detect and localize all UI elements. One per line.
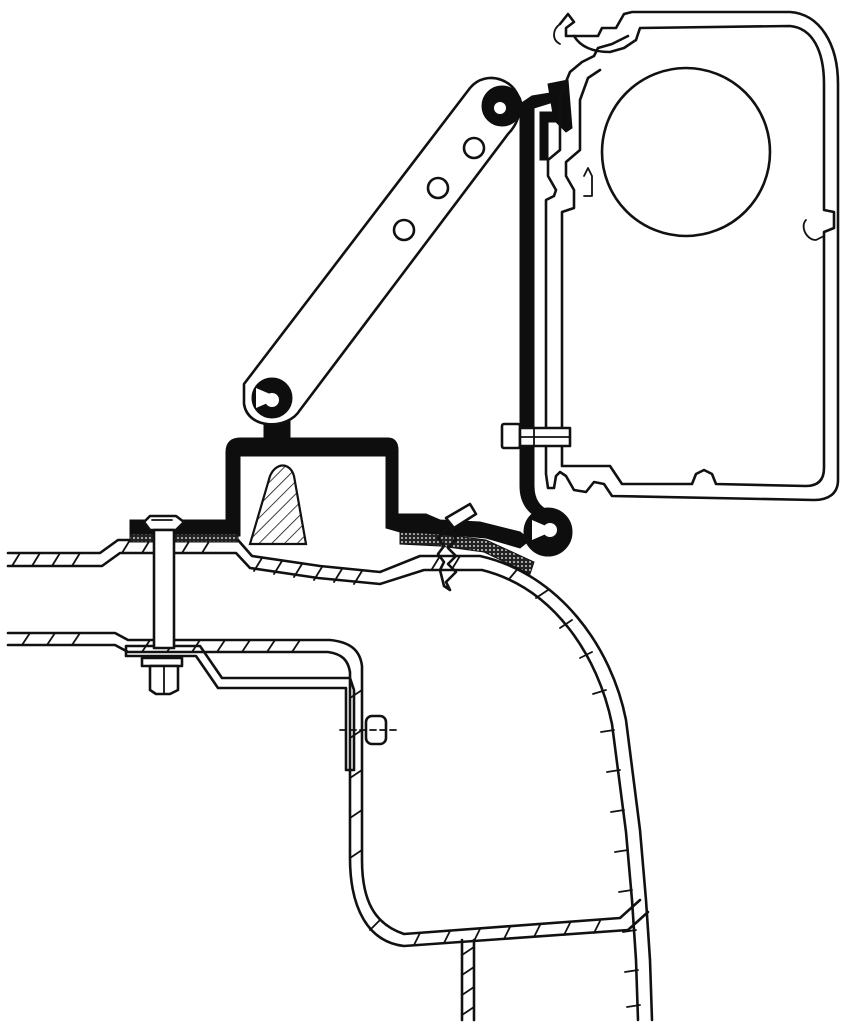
through-bolt: [140, 514, 186, 696]
self-tapping-screw: [436, 502, 478, 592]
arm-hole-1: [462, 136, 486, 160]
clamp-screw: [500, 422, 572, 450]
wall-rail: [248, 464, 308, 546]
clamp-plate: [124, 644, 356, 772]
inner-roof-panel: [6, 631, 642, 936]
awning-roller-tube: [600, 66, 772, 238]
awning-cassette-profile: [544, 10, 840, 502]
stud-pin: [339, 714, 401, 746]
arm-hole-3: [392, 218, 416, 242]
adapter-strut-arm: [242, 76, 523, 426]
arm-hole-2: [426, 176, 450, 200]
seal-strip-left: [129, 533, 239, 543]
roof-panel: [6, 538, 654, 1022]
mounting-bracket: [129, 419, 573, 575]
vehicle-body: [6, 538, 654, 1022]
